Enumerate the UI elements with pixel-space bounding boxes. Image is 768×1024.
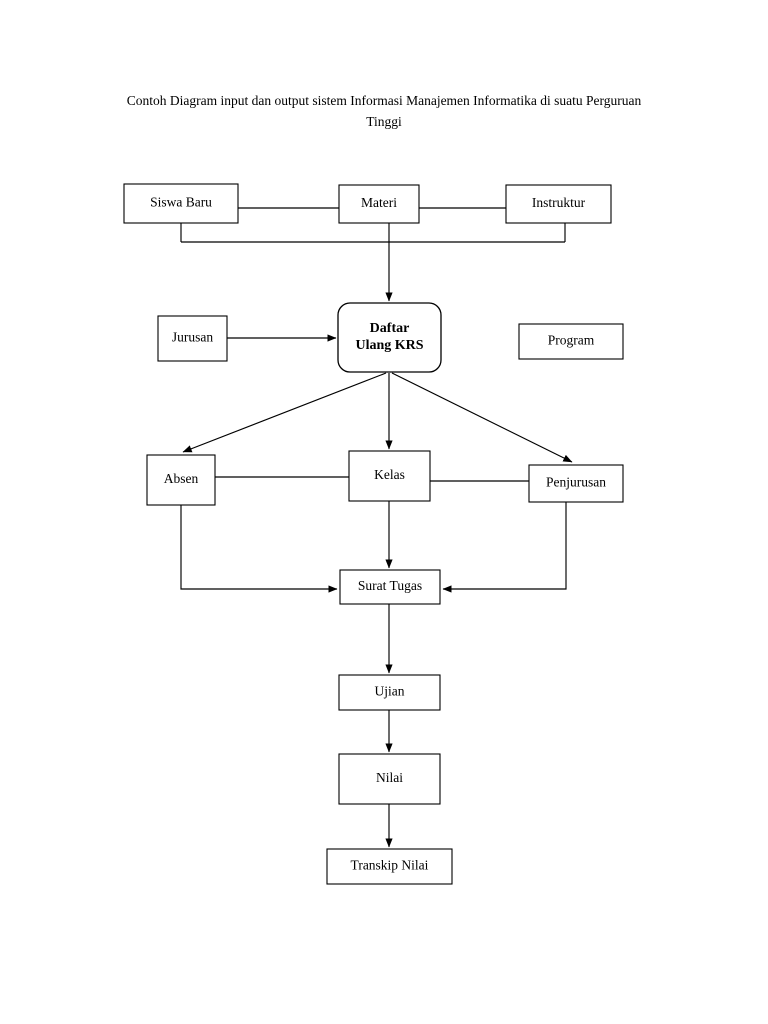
edge-daftar-absen bbox=[182, 372, 387, 453]
node-box-program bbox=[518, 323, 624, 360]
node-box-siswa_baru bbox=[123, 183, 239, 224]
node-label-daftar_ulang: Ulang KRS bbox=[355, 338, 423, 353]
node-label-surat_tugas: Surat Tugas bbox=[358, 578, 422, 593]
edge-absen-surat bbox=[180, 505, 338, 593]
node-kelas[interactable]: Kelas bbox=[348, 450, 431, 502]
node-box-materi bbox=[338, 184, 420, 224]
node-label-penjurusan: Penjurusan bbox=[546, 475, 606, 490]
node-label-kelas: Kelas bbox=[374, 467, 405, 482]
node-label-instruktur: Instruktur bbox=[532, 195, 586, 210]
node-jurusan[interactable]: Jurusan bbox=[157, 315, 228, 362]
node-box-transkip bbox=[326, 848, 453, 885]
node-label-transkip: Transkip Nilai bbox=[351, 858, 429, 873]
node-box-nilai bbox=[338, 753, 441, 805]
node-label-ujian: Ujian bbox=[375, 684, 405, 699]
node-box-penjurusan bbox=[528, 464, 624, 503]
node-box-kelas bbox=[348, 450, 431, 502]
node-penjurusan[interactable]: Penjurusan bbox=[528, 464, 624, 503]
node-nilai[interactable]: Nilai bbox=[338, 753, 441, 805]
node-label-materi: Materi bbox=[361, 195, 397, 210]
node-box-instruktur bbox=[505, 184, 612, 224]
node-surat_tugas[interactable]: Surat Tugas bbox=[339, 569, 441, 605]
node-label-daftar_ulang: Daftar bbox=[370, 321, 410, 336]
edge-layer bbox=[180, 207, 573, 848]
node-box-absen bbox=[146, 454, 216, 506]
node-siswa_baru[interactable]: Siswa Baru bbox=[123, 183, 239, 224]
node-box-jurusan bbox=[157, 315, 228, 362]
node-ujian[interactable]: Ujian bbox=[338, 674, 441, 711]
node-program[interactable]: Program bbox=[518, 323, 624, 360]
node-label-jurusan: Jurusan bbox=[172, 330, 213, 345]
node-absen[interactable]: Absen bbox=[146, 454, 216, 506]
edge-daftar-penjurusan bbox=[391, 372, 573, 463]
node-box-ujian bbox=[338, 674, 441, 711]
node-label-siswa_baru: Siswa Baru bbox=[150, 195, 212, 210]
node-transkip[interactable]: Transkip Nilai bbox=[326, 848, 453, 885]
node-label-nilai: Nilai bbox=[376, 770, 403, 785]
page-title: Contoh Diagram input dan output sistem I… bbox=[126, 93, 642, 129]
node-materi[interactable]: Materi bbox=[338, 184, 420, 224]
node-box-surat_tugas bbox=[339, 569, 441, 605]
node-label-absen: Absen bbox=[164, 471, 199, 486]
node-instruktur[interactable]: Instruktur bbox=[505, 184, 612, 224]
node-box-daftar_ulang bbox=[337, 302, 442, 373]
edge-penjurusan-surat bbox=[442, 502, 567, 593]
node-label-program: Program bbox=[548, 333, 595, 348]
